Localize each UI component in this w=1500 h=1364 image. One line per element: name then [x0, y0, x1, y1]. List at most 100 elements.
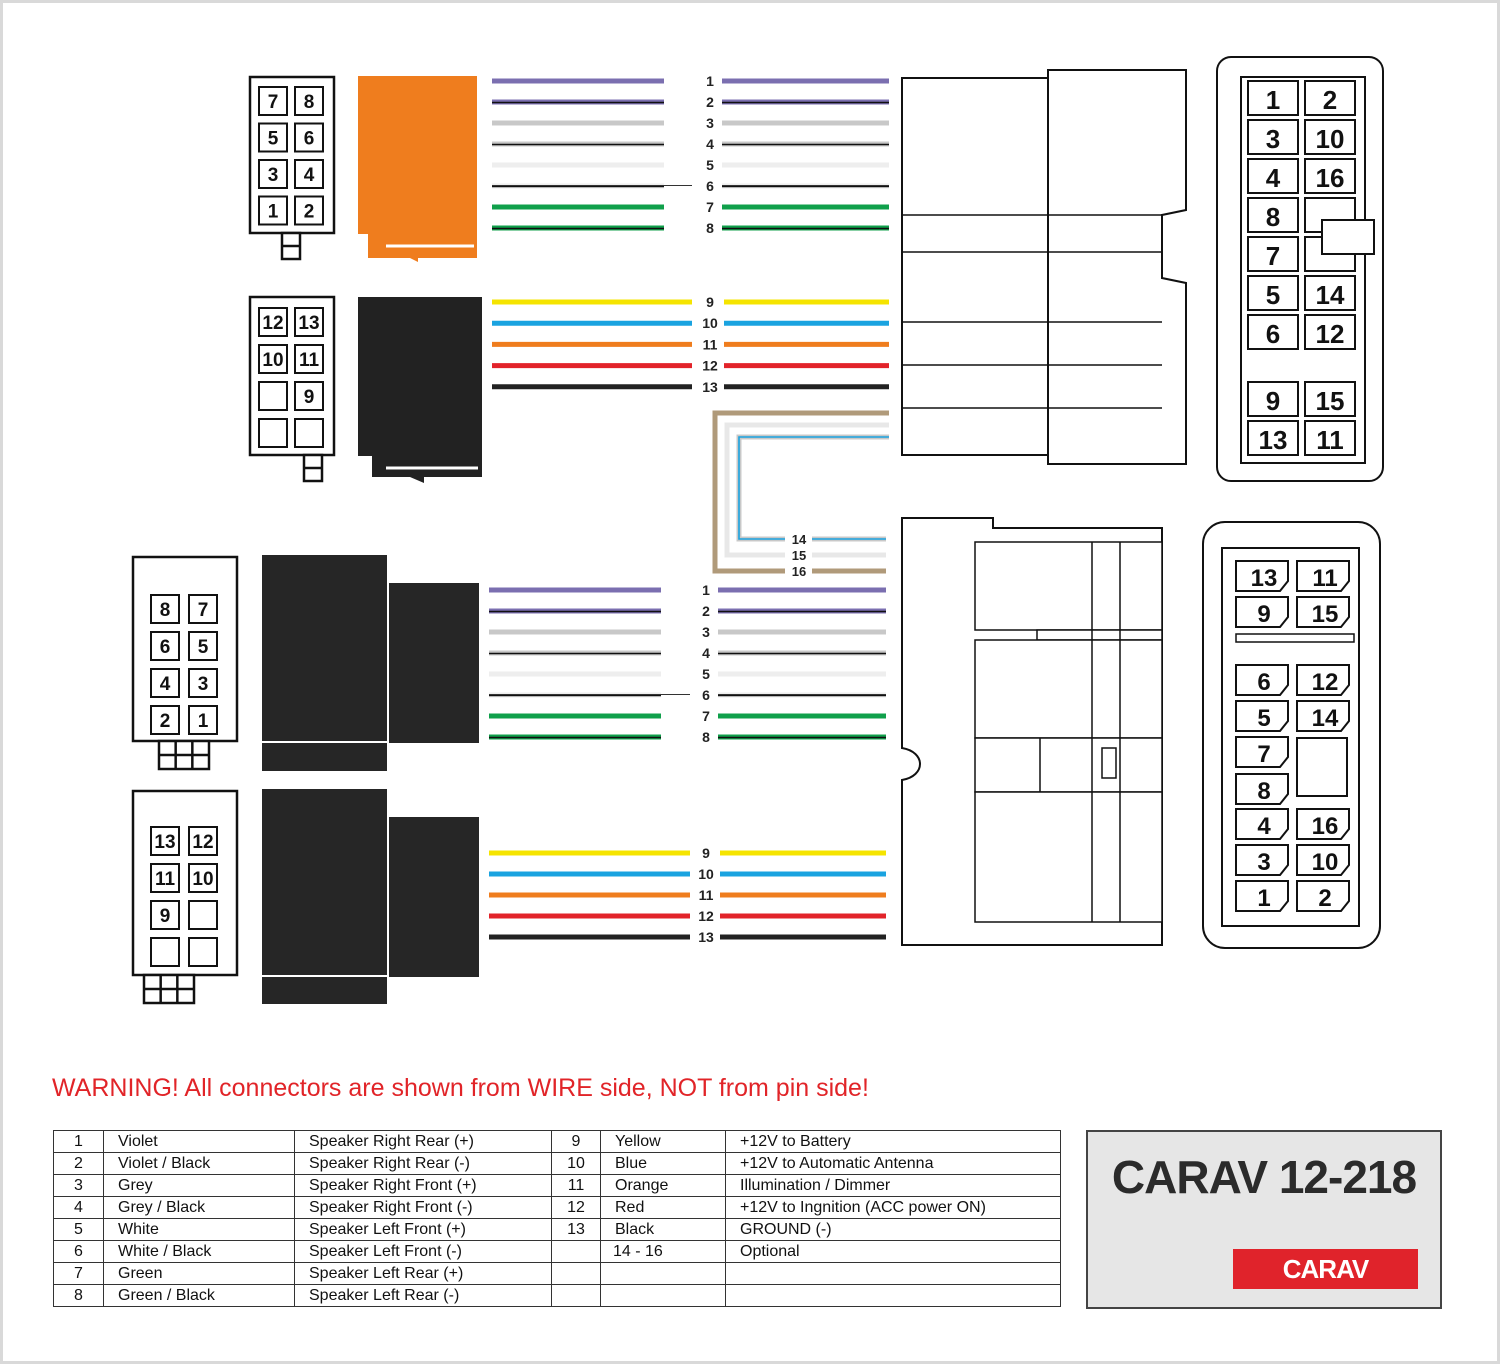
bottom-pin-cell	[1235, 664, 1289, 696]
top-pin-cell	[1304, 420, 1356, 456]
top-pin-label: 6	[1266, 319, 1280, 349]
table-cell: Speaker Right Front (+)	[294, 1174, 552, 1197]
table-cell: White	[103, 1218, 295, 1241]
top-wire-number: 4	[706, 136, 714, 152]
bottom-wire-number: 4	[702, 645, 710, 661]
iso-d-pin-block	[131, 789, 239, 977]
top-pin-cell	[1304, 381, 1356, 417]
bottom-pin-cell	[1296, 560, 1350, 592]
iso-d-housing-body	[262, 789, 387, 1004]
table-cell: Speaker Right Front (-)	[294, 1196, 552, 1219]
top-pin-label: 14	[1316, 280, 1345, 310]
iso-b-pin-label: 12	[262, 313, 283, 334]
table-cell: Violet / Black	[103, 1152, 295, 1175]
bottom-pin-key	[1296, 737, 1348, 797]
bottom-pin-cell	[1235, 844, 1289, 876]
top-pin-cell	[1247, 420, 1299, 456]
table-cell: Green / Black	[103, 1284, 295, 1307]
bottom-pin-label: 6	[1257, 669, 1270, 696]
bottom-wire-number: 2	[702, 603, 710, 619]
top-pin-label: 15	[1316, 386, 1345, 416]
top-pin-label: 3	[1266, 124, 1280, 154]
iso-c-pin-label: 3	[198, 674, 209, 695]
labels-layer: 1234567891011121312345678910111213141516…	[154, 73, 1345, 945]
table-cell	[600, 1284, 726, 1307]
iso-a-orange-housing	[358, 76, 477, 262]
bottom-wire-number: 8	[702, 729, 710, 745]
table-cell: 5	[53, 1218, 104, 1241]
iso-b-pin-cell	[258, 344, 288, 374]
top-wire-number: 5	[706, 157, 714, 173]
iso-c-pin-label: 7	[198, 600, 209, 621]
bottom-pin-divider	[1235, 633, 1355, 643]
table-cell: +12V to Battery	[725, 1130, 1061, 1153]
bottom-pin-label: 13	[1251, 565, 1278, 592]
model-number: CARAV 12-218	[1111, 1151, 1417, 1203]
bottom-connector-cavity	[974, 791, 1163, 923]
top-pin-label: 7	[1266, 241, 1280, 271]
bottom-pin-cell	[1235, 736, 1289, 768]
top-pin-label: 2	[1323, 85, 1337, 115]
top-wire-number: 6	[706, 178, 714, 194]
table-cell: 10	[551, 1152, 601, 1175]
connector-shapes-layer	[131, 56, 1384, 1005]
bottom-wire-number: 1	[702, 582, 710, 598]
bottom-pin-label: 10	[1312, 849, 1339, 876]
iso-c-pin-label: 8	[160, 600, 171, 621]
iso-a-pin-label: 2	[304, 202, 315, 223]
bottom-pin-cell	[1235, 808, 1289, 840]
top-pin-label: 11	[1316, 425, 1344, 455]
iso-c-housing-head	[389, 583, 479, 743]
bottom-pin-cell	[1235, 880, 1289, 912]
table-cell: Speaker Left Front (-)	[294, 1240, 552, 1263]
top-pin-cell	[1304, 119, 1356, 155]
bottom-connector-latch	[1101, 747, 1117, 779]
top-pin-cell	[1247, 197, 1299, 233]
iso-d-pin-label: 9	[160, 906, 171, 927]
iso-a-pin-cell	[294, 159, 324, 189]
optional-wire-number: 16	[792, 564, 806, 579]
bottom-pin-cell	[1296, 844, 1350, 876]
iso-c-pin-block	[131, 555, 239, 743]
iso-b-pin-cell	[258, 418, 288, 448]
iso-d-pin-cell	[150, 900, 180, 930]
iso-a-pin-cell	[258, 122, 288, 153]
iso-c-pin-cell	[150, 631, 180, 661]
iso-c-housing-body	[262, 555, 387, 771]
top-pin-cell	[1304, 275, 1356, 311]
table-cell: Blue	[600, 1152, 726, 1175]
bottom-pin-cell	[1296, 880, 1350, 912]
iso-c-pin-cell	[188, 631, 218, 661]
optional-wire-number: 14	[792, 532, 807, 547]
bottom-pin-cell	[1296, 596, 1350, 628]
iso-b-pin-cell	[294, 307, 324, 337]
top-pin-cell	[1247, 236, 1299, 272]
iso-d-pin-cell	[188, 900, 218, 930]
table-cell: 11	[551, 1174, 601, 1197]
iso-d-pin-cell	[188, 826, 218, 856]
iso-d-pin-cell	[188, 937, 218, 967]
table-cell: 14 - 16	[600, 1240, 726, 1263]
iso-d-pin-cell	[150, 863, 180, 893]
iso-a-pin-label: 5	[268, 129, 279, 150]
iso-a-pin-label: 3	[268, 165, 279, 186]
top-pin-label: 10	[1316, 124, 1345, 154]
bottom-pin-cell	[1296, 808, 1350, 840]
iso-d-pin-label: 13	[154, 832, 175, 853]
warning-text: WARNING! All connectors are shown from W…	[52, 1074, 869, 1102]
iso-a-pin-cell	[258, 195, 288, 226]
iso-b-pin-label: 9	[304, 387, 315, 408]
table-cell: 7	[53, 1262, 104, 1285]
optional-wire-16	[712, 410, 889, 574]
iso-d-pin-label: 11	[155, 869, 176, 890]
table-cell: Speaker Left Front (+)	[294, 1218, 552, 1241]
iso-c-pin-cell	[188, 668, 218, 698]
table-cell: GROUND (-)	[725, 1218, 1061, 1241]
iso-d-pin-label: 12	[192, 832, 213, 853]
top-wire-number: 2	[706, 94, 714, 110]
